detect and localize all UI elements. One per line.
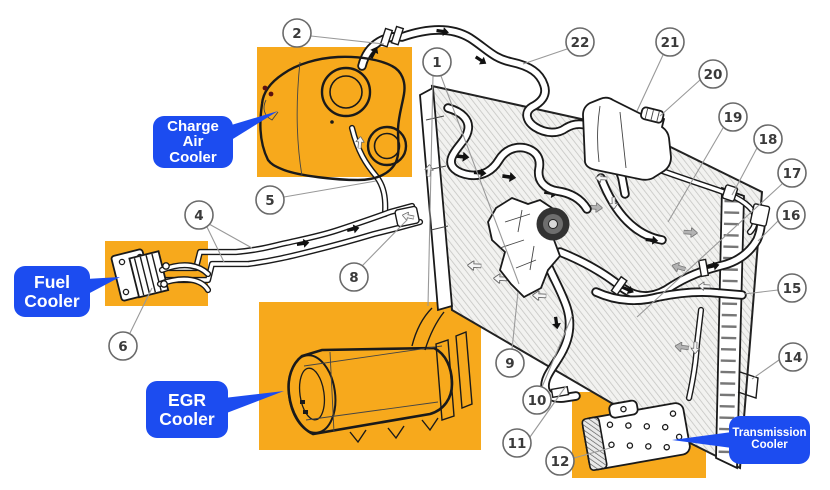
- degas-bottle: [582, 96, 672, 181]
- svg-text:20: 20: [704, 67, 723, 83]
- outlet-fitting: [749, 203, 771, 227]
- egr-cooler-pointer: [224, 391, 284, 414]
- charge-air-cooler-pointer: [228, 111, 278, 142]
- callout-18: 18: [753, 124, 783, 154]
- water-pump: [487, 197, 570, 299]
- svg-text:4: 4: [194, 208, 203, 224]
- svg-text:21: 21: [661, 35, 680, 51]
- transmission-cooler-pointer: [672, 432, 732, 448]
- label-line: Air: [182, 133, 204, 151]
- callout-1: 1: [422, 47, 452, 77]
- svg-text:16: 16: [782, 208, 801, 224]
- svg-text:15: 15: [783, 281, 802, 297]
- highlight-egr-cooler: [259, 302, 481, 450]
- callout-5: 5: [255, 185, 285, 215]
- svg-text:11: 11: [508, 436, 527, 452]
- callout-19: 19: [718, 102, 748, 132]
- svg-text:19: 19: [724, 110, 743, 126]
- label-charge-air-cooler: Charge Air Cooler: [153, 116, 233, 168]
- callout-10: 10: [522, 385, 552, 415]
- filler-cap: [640, 106, 665, 124]
- label-line: Cooler: [24, 290, 80, 311]
- charge-air-cooler-art: [259, 55, 408, 182]
- callout-21: 21: [655, 27, 685, 57]
- fastener-dot: [268, 91, 274, 97]
- egr-cooler-art: [287, 307, 473, 444]
- svg-text:1: 1: [432, 55, 441, 71]
- label-line: Transmission: [732, 427, 807, 440]
- callout-22: 22: [565, 27, 595, 57]
- hose-clamp: [610, 275, 628, 296]
- callout-16: 16: [776, 200, 806, 230]
- callouts: 1 2 4 5 6 8 9 10 11 12 14 15 16 17 18 19…: [108, 18, 808, 476]
- svg-text:22: 22: [571, 35, 590, 51]
- callout-6: 6: [108, 331, 138, 361]
- callout-9: 9: [495, 348, 525, 378]
- svg-text:12: 12: [551, 454, 570, 470]
- svg-text:18: 18: [759, 132, 778, 148]
- fuel-cooler-art: [110, 248, 208, 302]
- radiator-left-tank: [419, 86, 453, 312]
- hose-clamp: [379, 27, 394, 48]
- svg-text:8: 8: [349, 270, 358, 286]
- hose-clamp: [697, 258, 710, 278]
- callout-4: 4: [184, 200, 214, 230]
- fuel-cooler-pointer: [86, 277, 120, 295]
- leader-lines: [129, 35, 783, 459]
- svg-text:9: 9: [505, 356, 514, 372]
- svg-text:6: 6: [118, 339, 127, 355]
- label-line: Charge: [167, 117, 219, 135]
- coolant-hoses: [160, 25, 771, 398]
- label-fuel-cooler: Fuel Cooler: [14, 266, 90, 317]
- hose-quick-connect: [390, 25, 405, 46]
- svg-text:14: 14: [784, 350, 803, 366]
- label-line: Cooler: [751, 439, 788, 451]
- label-line: EGR: [168, 390, 206, 411]
- label-line: Cooler: [159, 408, 215, 429]
- label-transmission-cooler: Transmission Cooler: [729, 416, 810, 464]
- svg-text:5: 5: [265, 193, 274, 209]
- label-line: Fuel: [34, 272, 70, 293]
- callout-17: 17: [777, 158, 807, 188]
- label-egr-cooler: EGR Cooler: [146, 381, 228, 438]
- callout-14: 14: [778, 342, 808, 372]
- fastener-dot: [262, 85, 268, 91]
- radiator-lower-bracket: [737, 371, 759, 399]
- callout-12: 12: [545, 446, 575, 476]
- callout-20: 20: [698, 59, 728, 89]
- transmission-cooler-art: [581, 399, 691, 471]
- label-line: Cooler: [169, 148, 217, 166]
- callout-2: 2: [282, 18, 312, 48]
- svg-text:2: 2: [292, 26, 301, 42]
- callout-11: 11: [502, 428, 532, 458]
- svg-text:10: 10: [528, 393, 547, 409]
- svg-text:17: 17: [783, 166, 802, 182]
- callout-15: 15: [777, 273, 807, 303]
- callout-8: 8: [339, 262, 369, 292]
- hose-clip: [721, 184, 739, 202]
- label-pointers: [86, 111, 732, 448]
